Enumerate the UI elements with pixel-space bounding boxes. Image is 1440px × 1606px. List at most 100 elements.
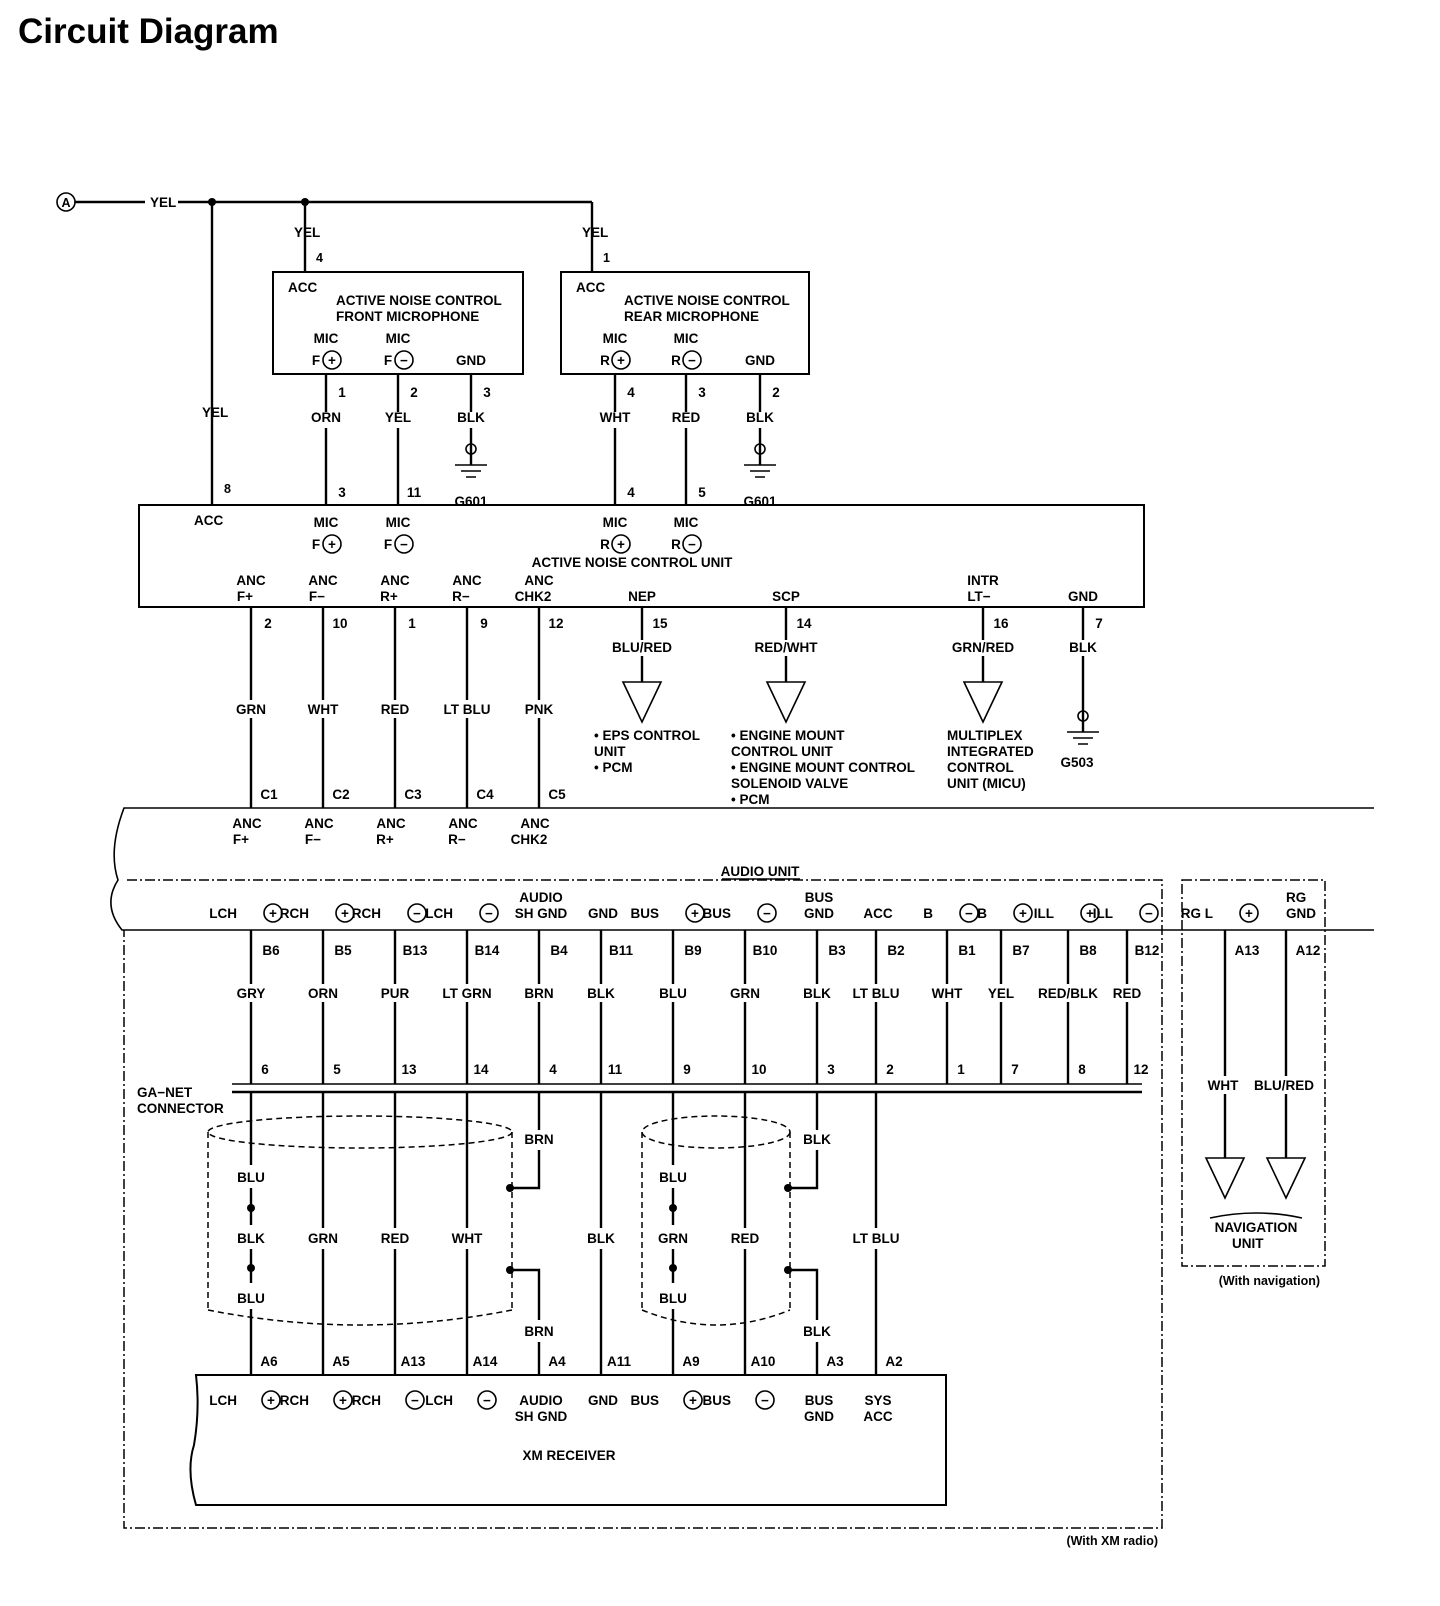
rear-mic-wire-color: WHT xyxy=(600,410,631,425)
audio-pin-number: B13 xyxy=(403,943,428,958)
audio-pin-label: BUS xyxy=(805,890,834,905)
rear-mic-pin-label: R xyxy=(600,353,610,368)
rear-mic-pin-label: GND xyxy=(745,353,775,368)
anc-unit-pin-number: 5 xyxy=(698,485,706,500)
anc-unit-mic-circle xyxy=(394,534,414,554)
splice-dot xyxy=(247,1204,255,1212)
xm-pin-sign: + xyxy=(339,1393,347,1408)
xm-wire-color: BLU xyxy=(237,1291,265,1306)
anc-output-pin: 9 xyxy=(480,616,488,631)
audio-pin-circle xyxy=(1139,903,1159,923)
ground-g601-front-ring xyxy=(465,443,477,455)
audio-pin-circle xyxy=(263,903,283,923)
anc-unit-acc-label: ACC xyxy=(194,513,223,528)
anc-signal-pin: 16 xyxy=(993,616,1009,631)
rear-mic-pin-number: 3 xyxy=(698,385,706,400)
xm-wire-color: BLK xyxy=(587,1231,615,1246)
audio-wire-color: GRN xyxy=(730,986,760,1001)
ga-net-pin-number: 10 xyxy=(751,1062,766,1077)
ground-g503-symbol xyxy=(1067,731,1099,745)
nav-pin-number: A13 xyxy=(1235,943,1260,958)
anc-output-label: ANC xyxy=(236,573,265,588)
audio-pin-label: BUS xyxy=(702,906,731,921)
anc-gnd-wire-color: BLK xyxy=(1069,640,1097,655)
rear-mic-acc-pin: 1 xyxy=(603,251,610,265)
xm-pin-number: A6 xyxy=(260,1354,278,1369)
anc-unit-mic-sign: − xyxy=(688,537,696,552)
audio-anc-input-label: R− xyxy=(448,832,466,847)
xm-pin-circle xyxy=(405,1390,425,1410)
xm-wire-color: BLK xyxy=(803,1324,831,1339)
rear-mic-pin-label: MIC xyxy=(603,331,628,346)
audio-pin-number: B14 xyxy=(475,943,500,958)
anc-signal-label: SCP xyxy=(772,589,800,604)
xm-pin-sign: − xyxy=(761,1393,769,1408)
anc-unit-mic-label: R xyxy=(600,537,610,552)
front-mic-pin-circle xyxy=(322,350,342,370)
xm-pin-label: BUS xyxy=(805,1393,834,1408)
xm-pin-label: BUS xyxy=(702,1393,731,1408)
anc-output-pin: 10 xyxy=(332,616,347,631)
ga-net-pin-number: 3 xyxy=(827,1062,835,1077)
rear-mic-pin-sign: − xyxy=(688,353,696,368)
splice-dot xyxy=(669,1204,677,1212)
xm-pin-number: A5 xyxy=(332,1354,350,1369)
ga-net-label-line2: CONNECTOR xyxy=(137,1101,224,1116)
audio-anc-input-label: ANC xyxy=(304,816,333,831)
connector-a-label: A xyxy=(61,196,70,210)
anc-unit-mic-sign: − xyxy=(400,537,408,552)
xm-pin-label: BUS xyxy=(630,1393,659,1408)
nav-pin-number: A12 xyxy=(1296,943,1321,958)
anc-signal-target: • PCM xyxy=(594,760,632,775)
audio-pin-label: ILL xyxy=(1093,906,1113,921)
xm-pin-number: A2 xyxy=(885,1354,902,1369)
audio-wire-color: BRN xyxy=(524,986,553,1001)
audio-pin-sign: + xyxy=(269,906,277,921)
anc-acc-pin: 8 xyxy=(224,482,231,496)
front-mic-wire-color: YEL xyxy=(385,410,411,425)
ga-net-label-line1: GA−NET xyxy=(137,1085,193,1100)
xm-wire-color: GRN xyxy=(308,1231,338,1246)
anc-signal-pin: 14 xyxy=(796,616,812,631)
audio-wire-color: BLU xyxy=(659,986,687,1001)
audio-pin-sign: − xyxy=(1145,906,1153,921)
audio-pin-number: B3 xyxy=(828,943,846,958)
audio-pin-label: AUDIO xyxy=(519,890,563,905)
audio-pin-label: RCH xyxy=(280,906,309,921)
rear-mic-wire-color: BLK xyxy=(746,410,774,425)
navigation-note: (With navigation) xyxy=(1219,1274,1320,1288)
audio-pin-circle xyxy=(1013,903,1033,923)
xm-wire-color: RED xyxy=(381,1231,410,1246)
audio-pin-circle xyxy=(479,903,499,923)
ground-label: G601 xyxy=(743,494,777,509)
xm-pin-label: RCH xyxy=(352,1393,381,1408)
anc-output-label: ANC xyxy=(308,573,337,588)
anc-output-wire-color: PNK xyxy=(525,702,554,717)
audio-pin-label: RCH xyxy=(352,906,381,921)
rear-mic-pin-number: 4 xyxy=(627,385,635,400)
front-mic-name-line2: FRONT MICROPHONE xyxy=(336,309,479,324)
audio-pin-label: ACC xyxy=(863,906,892,921)
anc-unit-mic-circle xyxy=(322,534,342,554)
xm-pin-number: A4 xyxy=(548,1354,566,1369)
xm-receiver-name: XM RECEIVER xyxy=(522,1448,615,1463)
audio-wire-color: RED/BLK xyxy=(1038,986,1098,1001)
ga-net-pin-number: 13 xyxy=(401,1062,417,1077)
splice-dot xyxy=(506,1266,514,1274)
audio-pin-sign: + xyxy=(1019,906,1027,921)
anc-unit-mic-label: MIC xyxy=(674,515,699,530)
nav-pin-circle xyxy=(1239,903,1259,923)
ground-g601-rear-ring xyxy=(754,443,766,455)
front-mic-pin-number: 3 xyxy=(483,385,491,400)
anc-output-label: F− xyxy=(309,589,325,604)
front-mic-pin-label: MIC xyxy=(386,331,411,346)
connector-a: A xyxy=(56,192,76,212)
nav-arrow xyxy=(1265,1157,1307,1200)
nav-pin-sign: + xyxy=(1245,906,1253,921)
front-mic-wire-color: ORN xyxy=(311,410,341,425)
audio-wire-color: LT BLU xyxy=(853,986,900,1001)
anc-signal-target: MULTIPLEX xyxy=(947,728,1023,743)
xm-pin-label: ACC xyxy=(863,1409,892,1424)
anc-output-label: CHK2 xyxy=(515,589,552,604)
audio-wire-color: YEL xyxy=(988,986,1014,1001)
